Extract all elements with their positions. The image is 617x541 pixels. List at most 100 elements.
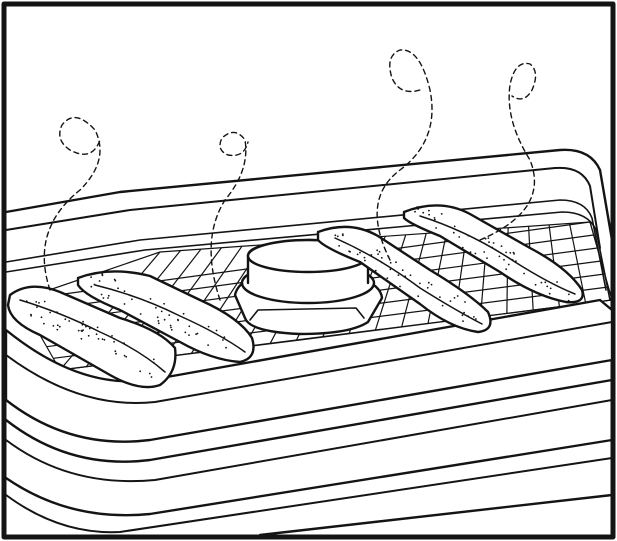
jerky-strip-3 — [316, 225, 492, 334]
jerky-speck — [356, 253, 359, 256]
jerky-speck — [223, 336, 226, 338]
jerky-speck — [163, 302, 166, 305]
jerky-speck — [123, 290, 126, 293]
jerky-speck — [464, 301, 466, 303]
jerky-speck — [96, 326, 99, 329]
jerky-speck — [139, 313, 142, 315]
jerky-speck — [43, 300, 46, 303]
jerky-speck — [422, 211, 425, 214]
jerky-speck — [370, 254, 373, 256]
jerky-speck — [475, 318, 477, 320]
stacked-tray-rims — [4, 298, 614, 537]
jerky-speck — [170, 329, 173, 331]
jerky-speck — [38, 302, 40, 304]
steam-wisp-2 — [210, 131, 249, 301]
jerky-speck — [195, 333, 198, 336]
jerky-speck — [427, 281, 430, 284]
jerky-speck — [87, 334, 90, 337]
jerky-speck — [546, 285, 549, 288]
jerky-speck — [473, 316, 475, 318]
jerky-speck — [364, 259, 366, 262]
jerky-speck — [177, 319, 180, 322]
steam-wisps — [43, 49, 537, 301]
jerky-speck — [30, 314, 32, 317]
jerky-speck — [449, 300, 452, 302]
jerky-speck — [452, 231, 455, 234]
jerky-speck — [90, 285, 93, 288]
jerky-speck — [419, 282, 421, 285]
jerky-speck — [207, 344, 210, 346]
jerky-speck — [148, 372, 151, 375]
jerky-speck — [107, 297, 109, 299]
jerky-speck — [507, 263, 510, 266]
tray-back-rim — [4, 148, 614, 242]
jerky-speck — [56, 324, 59, 327]
front-rim-3 — [4, 438, 614, 517]
jerky-speck — [114, 350, 117, 353]
jerky-speck — [458, 236, 461, 238]
jerky-speck — [492, 242, 495, 244]
jerky-speck — [222, 339, 224, 341]
jerky-strip-2 — [76, 270, 255, 364]
front-rim-4 — [258, 493, 614, 537]
jerky-speck — [82, 329, 84, 331]
jerky-speck — [103, 338, 106, 341]
jerky-speck — [113, 278, 116, 281]
jerky-speck — [380, 257, 383, 259]
jerky-speck — [461, 314, 464, 317]
jerky-speck — [486, 257, 488, 259]
jerky-speck — [149, 298, 152, 300]
jerky-speck — [338, 245, 340, 247]
jerky-speck — [556, 281, 558, 283]
jerky-speck — [568, 293, 570, 296]
jerky-speck — [188, 334, 190, 336]
jerky-speck — [107, 294, 110, 297]
front-rim-2-edge — [5, 399, 613, 483]
jerky-speck — [170, 326, 172, 329]
jerky-speck — [397, 274, 400, 276]
jerky-speck — [469, 251, 472, 254]
jerky-speck — [123, 354, 126, 357]
jerky-speck — [88, 327, 91, 330]
jerky-speck — [456, 295, 459, 297]
jerky-speck — [113, 337, 115, 340]
jerky-speck — [440, 213, 443, 215]
jerky-speck — [123, 342, 125, 345]
jerky-speck — [491, 246, 494, 249]
jerky-speck — [163, 318, 166, 321]
jerky-speck — [49, 311, 51, 314]
jerky-speck — [453, 225, 456, 228]
jerky-speck — [125, 355, 128, 358]
jerky-speck — [95, 333, 98, 336]
jerky-speck — [100, 293, 103, 296]
jerky-speck — [169, 324, 172, 327]
jerky-speck — [184, 331, 187, 334]
jerky-speck — [111, 335, 113, 337]
jerky-speck — [129, 294, 132, 297]
jerky-speck — [500, 245, 503, 248]
jerky-speck — [409, 274, 412, 277]
front-rim-1 — [4, 298, 614, 443]
jerky-speck — [97, 338, 100, 340]
jerky-speck — [544, 281, 547, 284]
jerky-speck — [25, 300, 28, 303]
jerky-speck — [157, 320, 160, 322]
jerky-speck — [441, 304, 444, 307]
jerky-speck — [462, 320, 464, 322]
jerky-speck — [380, 261, 383, 264]
jerky-speck — [567, 299, 570, 302]
jerky-speck — [548, 292, 551, 295]
jerky-speck — [463, 311, 465, 314]
jerky-speck — [474, 252, 477, 255]
jerky-speck — [401, 269, 404, 272]
jerky-speck — [549, 287, 552, 290]
jerky-speck — [378, 250, 381, 253]
jerky-speck — [341, 233, 344, 236]
jerky-speck — [359, 251, 361, 254]
jerky-speck — [376, 249, 379, 252]
jerky-speck — [80, 337, 83, 340]
jerky-speck — [80, 329, 83, 332]
jerky-speck — [168, 314, 171, 316]
jerky-speck — [523, 272, 525, 275]
